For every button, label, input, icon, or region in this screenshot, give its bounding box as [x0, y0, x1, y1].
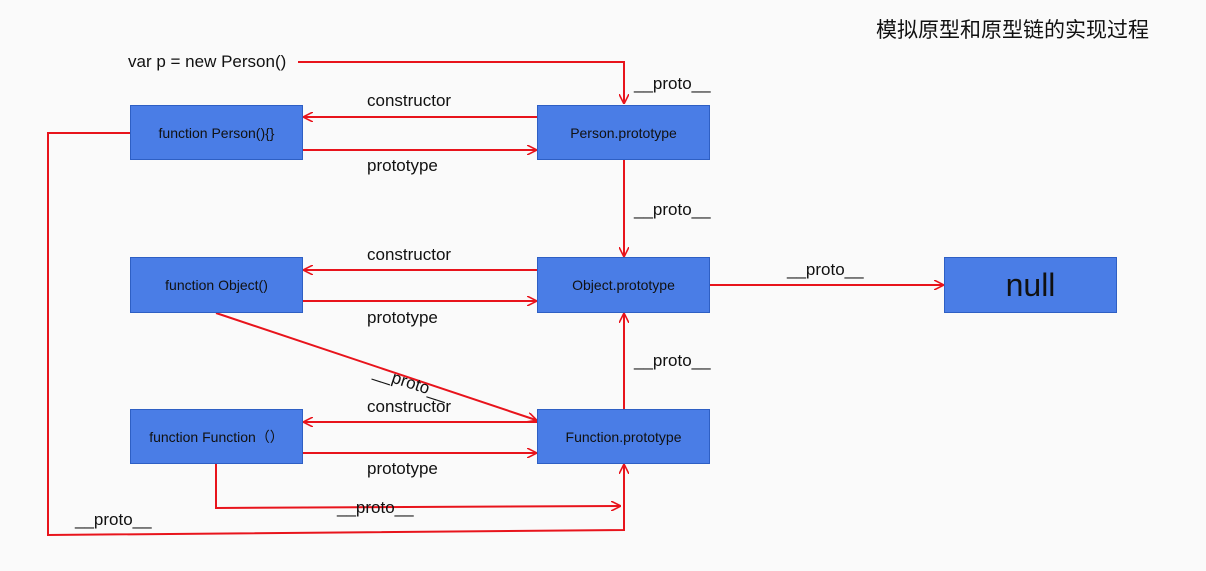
label-proto-functionproto: __proto__: [634, 351, 711, 370]
edge-object-fn-proto: [215, 312, 536, 420]
node-function-prototype: Function.prototype: [537, 409, 710, 464]
instance-expression: var p = new Person(): [128, 52, 287, 71]
node-null: null: [944, 257, 1117, 313]
label-proto-instance: __proto__: [634, 74, 711, 93]
edge-person-fn-proto: [47, 132, 624, 537]
label-proto-person-fn: __proto__: [75, 510, 152, 529]
node-object-prototype: Object.prototype: [537, 257, 710, 313]
node-function-person: function Person(){}: [130, 105, 303, 160]
edge-function-fn-proto: [215, 464, 620, 508]
label-object-constructor: constructor: [367, 245, 452, 264]
node-person-prototype: Person.prototype: [537, 105, 710, 160]
node-function-object: function Object(): [130, 257, 303, 313]
label-person-prototype: prototype: [367, 156, 438, 175]
label-function-prototype: prototype: [367, 459, 438, 478]
edge-instance-proto: [298, 61, 624, 103]
label-person-constructor: constructor: [367, 91, 452, 110]
label-proto-personproto: __proto__: [634, 200, 711, 219]
label-proto-null: __proto__: [787, 260, 864, 279]
diagram-title: 模拟原型和原型链的实现过程: [876, 18, 1149, 42]
label-proto-function-fn: __proto__: [337, 498, 414, 517]
label-function-constructor: constructor: [367, 397, 452, 416]
label-object-prototype: prototype: [367, 308, 438, 327]
node-function-function: function Function（）: [130, 409, 303, 464]
